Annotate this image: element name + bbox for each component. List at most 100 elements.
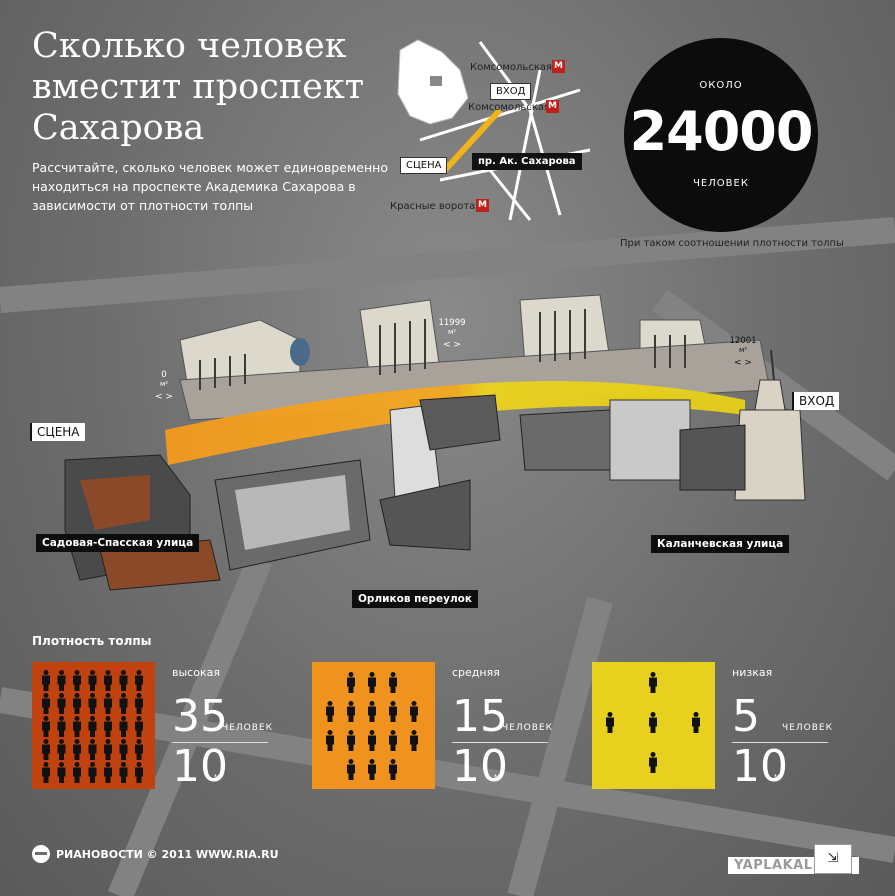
density-people-medium: 15	[452, 691, 508, 742]
person-icon	[57, 693, 66, 714]
person-icon	[326, 730, 334, 751]
person-icon	[73, 670, 81, 691]
person-icon	[73, 693, 81, 714]
person-icon	[135, 670, 143, 691]
density-area-medium: 10	[452, 741, 508, 792]
person-icon	[389, 672, 397, 693]
person-icon	[368, 672, 376, 693]
density-people-low: 5	[732, 691, 760, 742]
street-band	[165, 381, 745, 465]
people-grid-medium	[326, 672, 418, 780]
street-label-orlikov: Орликов переулок	[352, 590, 479, 608]
person-icon	[368, 759, 376, 780]
person-icon	[368, 730, 376, 751]
person-icon	[410, 730, 418, 751]
street-label-kalanchevskaya: Каланчевская улица	[651, 535, 790, 553]
density-panel-low[interactable]: низкая 5 ЧЕЛОВЕК 10 м²	[592, 662, 862, 792]
person-icon	[88, 716, 97, 737]
person-icon	[692, 712, 700, 733]
street-scene: СЦЕНА ВХОД 0 м² < > 11999 м² < > 12001 м…	[0, 280, 895, 620]
person-icon	[649, 672, 657, 693]
density-area-unit: м²	[214, 772, 224, 781]
density-people-label: ЧЕЛОВЕК	[502, 723, 553, 733]
metro-icon: М	[552, 60, 565, 73]
person-icon	[347, 672, 355, 693]
person-icon	[347, 701, 355, 722]
person-icon	[104, 762, 112, 783]
density-panel-medium[interactable]: средняя 15 ЧЕЛОВЕК 10 м²	[312, 662, 582, 792]
marker-start-unit: м²	[159, 380, 169, 388]
person-icon	[119, 670, 128, 691]
density-name-medium: средняя	[452, 666, 500, 679]
person-icon	[347, 730, 355, 751]
minimap-label-komsomolskaya-top: Комсомольская	[470, 62, 553, 73]
marker-end[interactable]: 12001 м² < >	[727, 334, 759, 384]
marker-start[interactable]: 0 м² < >	[148, 368, 180, 418]
street-label-sadovaya: Садовая-Спасская улица	[36, 534, 200, 552]
minimap-label-vhod: ВХОД	[490, 83, 532, 100]
person-icon	[104, 716, 112, 737]
person-icon	[42, 716, 50, 737]
total-circle: ОКОЛО 24000 ЧЕЛОВЕК	[624, 38, 818, 232]
page-title: Сколько человек вместит проспект Сахаров…	[32, 26, 365, 148]
person-icon	[57, 739, 66, 760]
marker-middle[interactable]: 11999 м² < >	[436, 316, 468, 366]
expand-icon[interactable]: ⇲	[814, 844, 852, 874]
footer-brand: РИАНОВОСТИ © 2011 WWW.RIA.RU	[56, 847, 279, 861]
person-icon	[410, 701, 418, 722]
scene-label-scena: СЦЕНА	[30, 423, 85, 441]
minimap-label-prospect: пр. Ак. Сахарова	[472, 153, 582, 170]
person-icon	[389, 701, 397, 722]
person-icon	[135, 739, 143, 760]
person-icon	[42, 762, 50, 783]
total-value: 24000	[629, 100, 814, 163]
people-grid-low	[606, 672, 700, 773]
density-box-low	[592, 662, 715, 789]
person-icon	[368, 701, 376, 722]
person-icon	[104, 670, 112, 691]
marker-middle-unit: м²	[447, 328, 457, 336]
density-name-high: высокая	[172, 666, 220, 679]
density-area-unit: м²	[774, 772, 784, 781]
density-panel-high[interactable]: высокая 35 ЧЕЛОВЕК 10 м²	[32, 662, 302, 792]
person-icon	[135, 762, 143, 783]
density-box-medium	[312, 662, 435, 789]
person-icon	[88, 762, 97, 783]
metro-icon: М	[546, 100, 559, 113]
person-icon	[104, 739, 112, 760]
page-subtitle: Рассчитайте, сколько человек может едино…	[32, 160, 388, 213]
total-suffix: ЧЕЛОВЕК	[693, 178, 749, 189]
marker-start-arrows[interactable]: < >	[155, 392, 173, 402]
person-icon	[73, 739, 81, 760]
density-area-high: 10	[172, 741, 228, 792]
person-icon	[42, 739, 50, 760]
person-icon	[88, 739, 97, 760]
marker-middle-value: 11999	[438, 318, 466, 328]
person-icon	[347, 759, 355, 780]
person-icon	[326, 701, 334, 722]
person-icon	[73, 716, 81, 737]
marker-middle-arrows[interactable]: < >	[443, 340, 461, 350]
person-icon	[42, 670, 50, 691]
person-icon	[57, 762, 66, 783]
scene-label-vhod: ВХОД	[792, 392, 840, 410]
marker-end-arrows[interactable]: < >	[734, 358, 752, 368]
person-icon	[389, 730, 397, 751]
marker-start-value: 0	[161, 370, 167, 380]
person-icon	[606, 712, 614, 733]
density-people-label: ЧЕЛОВЕК	[222, 723, 273, 733]
person-icon	[135, 693, 143, 714]
person-icon	[119, 762, 128, 783]
density-box-high	[32, 662, 155, 789]
person-icon	[104, 693, 112, 714]
minimap-label-scena: СЦЕНА	[400, 157, 448, 174]
density-name-low: низкая	[732, 666, 773, 679]
buildings-illustration	[64, 294, 806, 591]
minimap: Комсомольская М ВХОД Комсомольская М СЦЕ…	[380, 30, 610, 230]
front-buildings	[64, 349, 806, 591]
divider	[452, 742, 548, 743]
person-icon	[649, 712, 657, 733]
density-title: Плотность толпы	[32, 634, 152, 648]
person-icon	[57, 670, 66, 691]
density-people-high: 35	[172, 691, 228, 742]
